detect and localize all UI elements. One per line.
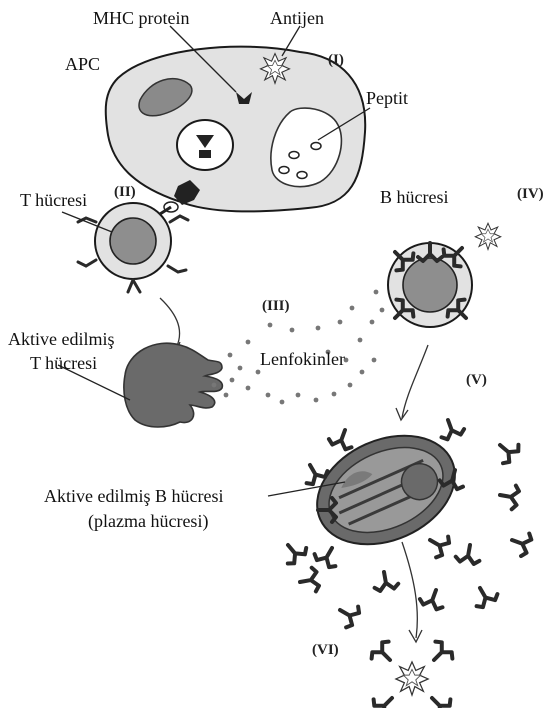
step-5-label: (V) bbox=[466, 372, 487, 388]
label-activated-b-line2: (plazma hücresi) bbox=[88, 511, 208, 532]
apc-cell bbox=[106, 47, 366, 212]
arrow-neutralization bbox=[402, 542, 417, 638]
step-6-label: (VI) bbox=[312, 642, 339, 658]
step-1-label: (I) bbox=[328, 52, 344, 68]
step-3-label: (III) bbox=[262, 298, 290, 314]
label-mhc-protein: MHC protein bbox=[93, 8, 190, 28]
step-2-label: (II) bbox=[114, 184, 136, 200]
label-apc: APC bbox=[65, 54, 100, 74]
label-activated-t-line1: Aktive edilmiş bbox=[8, 329, 115, 349]
label-t-cell: T hücresi bbox=[20, 190, 87, 210]
label-activated-b-line1: Aktive edilmiş B hücresi bbox=[44, 486, 223, 506]
label-activated-t-line2: T hücresi bbox=[30, 353, 97, 373]
label-b-cell: B hücresi bbox=[380, 187, 448, 207]
label-peptide: Peptit bbox=[366, 88, 408, 108]
label-antigen: Antijen bbox=[270, 8, 324, 28]
label-lymphokines: Lenfokinler bbox=[260, 349, 345, 369]
lymphokine-dots bbox=[212, 290, 385, 405]
arrow-t-activation bbox=[160, 298, 180, 350]
activated-t-cell bbox=[124, 343, 222, 427]
antigen-icon bbox=[261, 54, 290, 84]
bound-antigen-icon bbox=[475, 223, 501, 249]
b-cell bbox=[387, 223, 501, 327]
step-4-label: (IV) bbox=[517, 186, 544, 202]
antigen-antibody-complex bbox=[369, 639, 455, 708]
arrow-b-activation bbox=[402, 345, 428, 418]
t-cell bbox=[78, 203, 188, 292]
